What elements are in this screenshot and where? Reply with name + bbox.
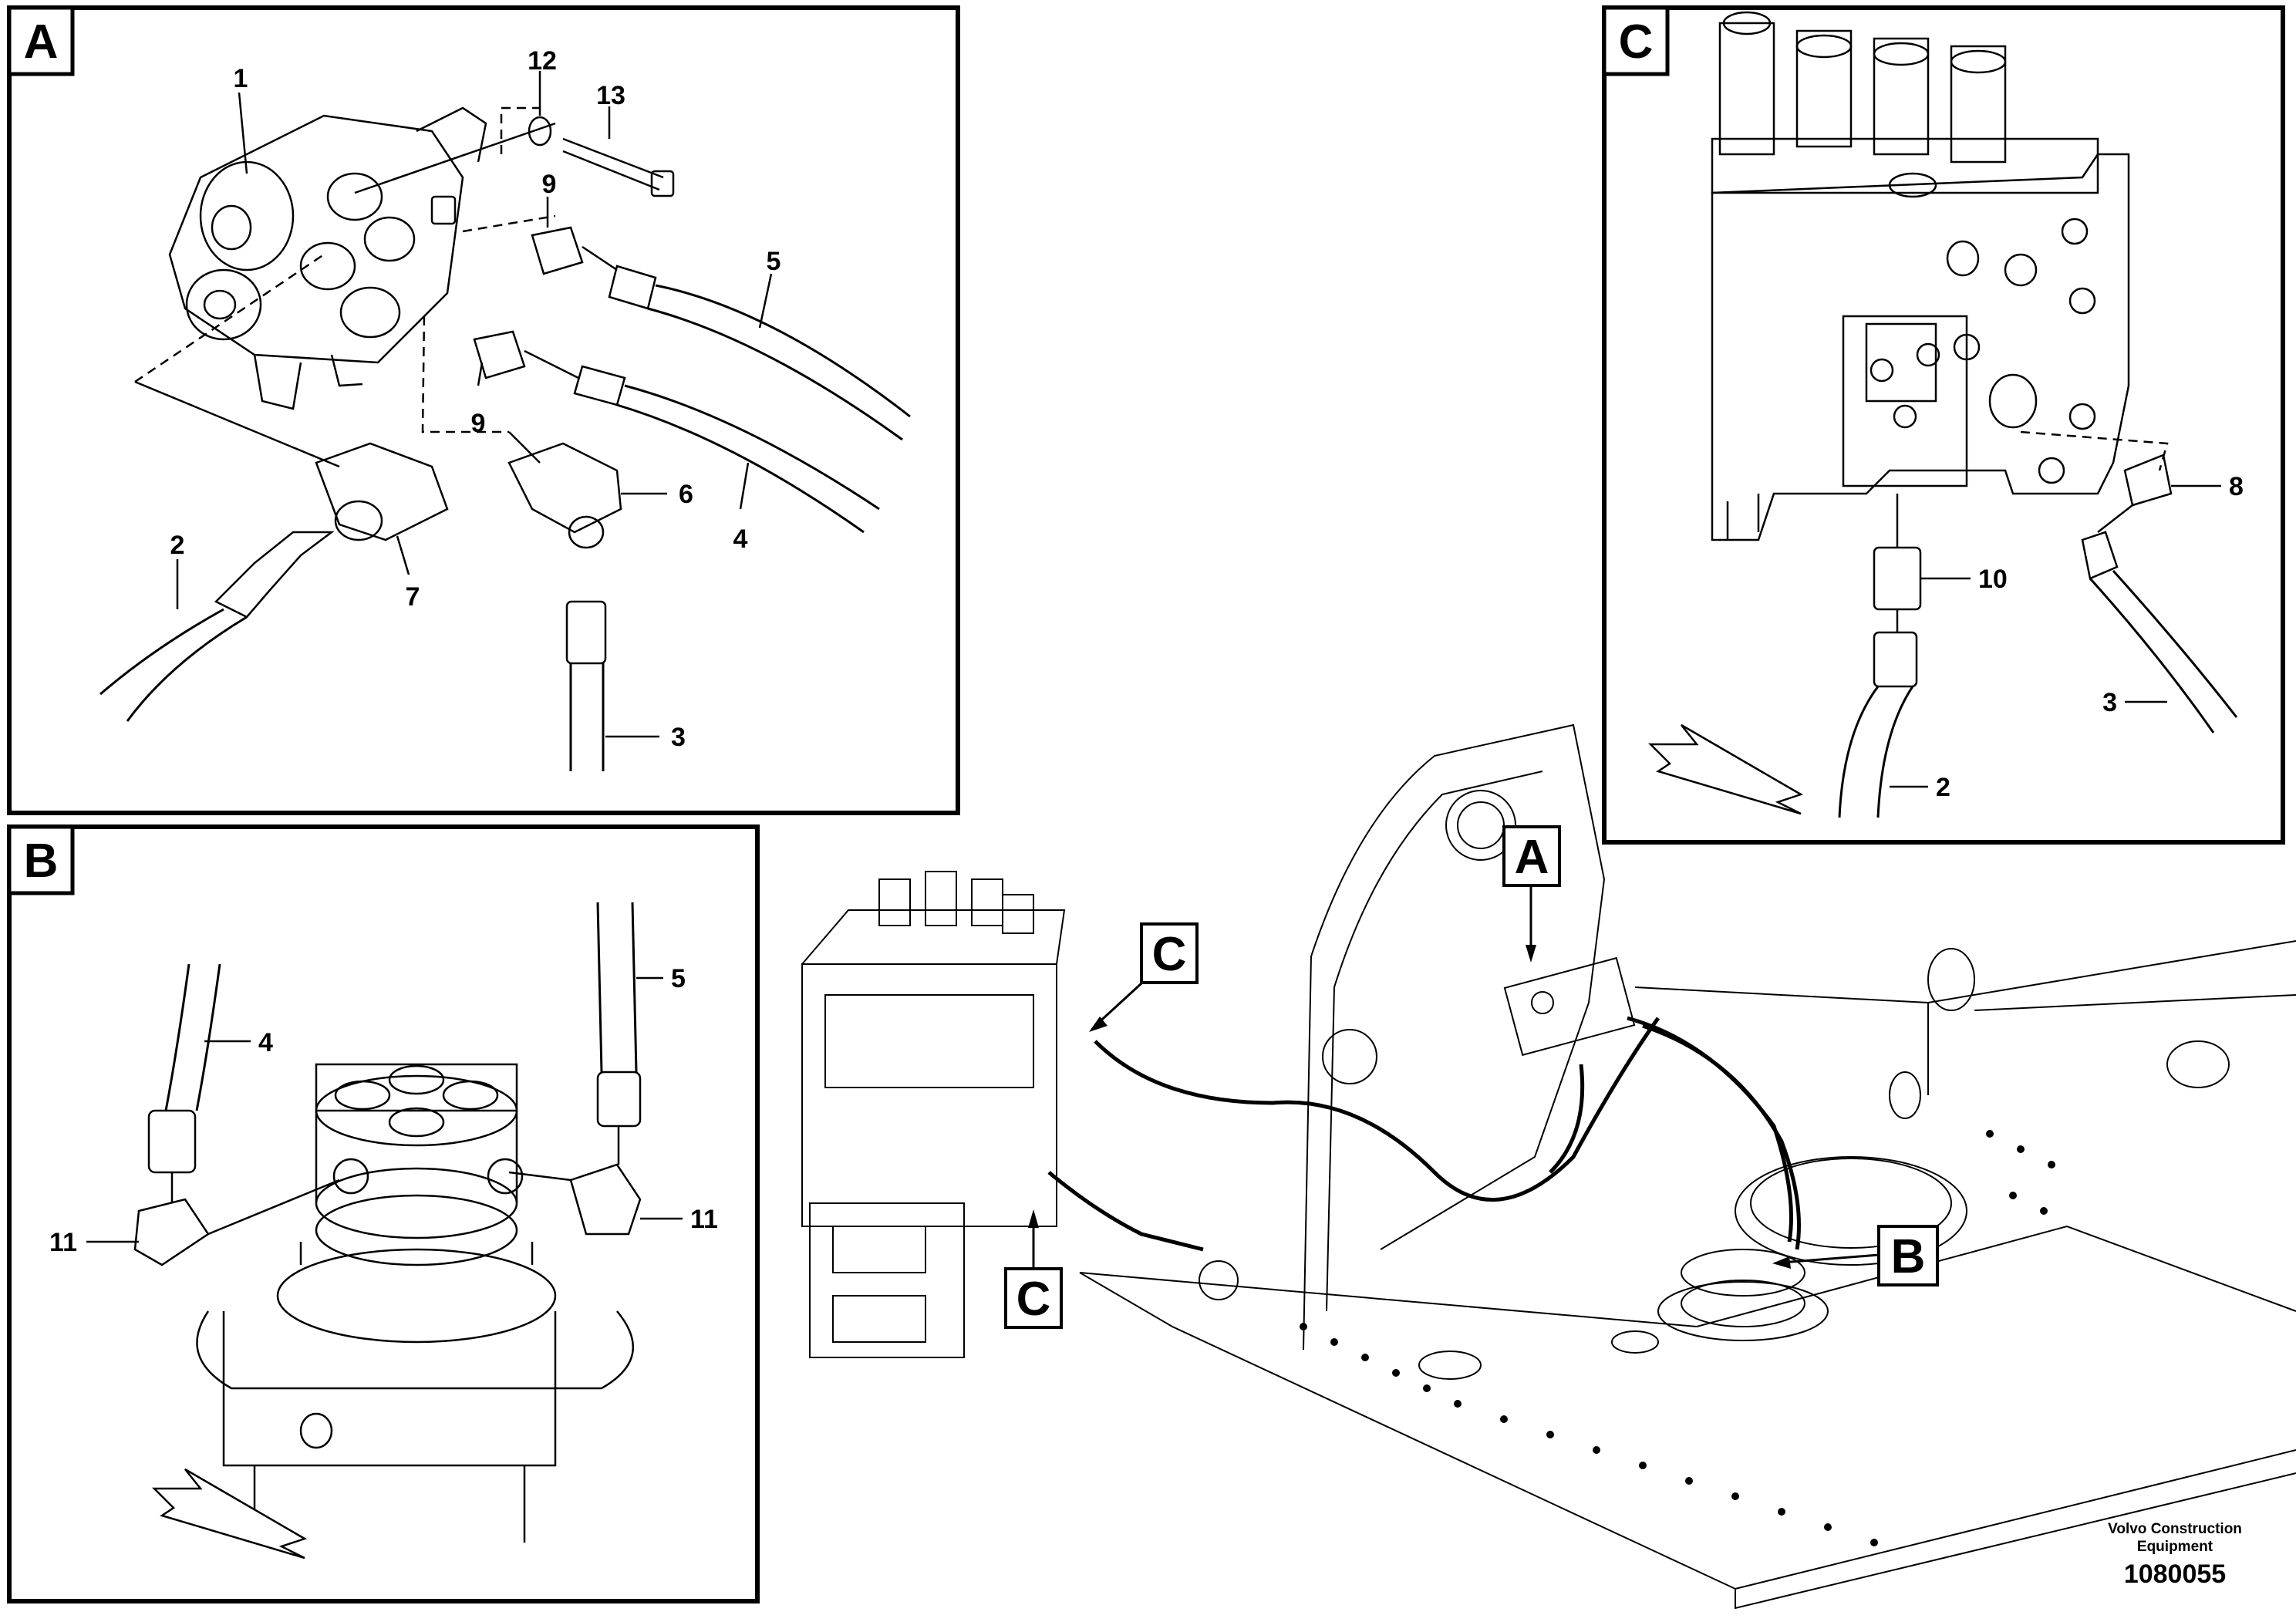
panel-b: B xyxy=(7,824,760,1603)
panel-a-letter: A xyxy=(24,15,59,69)
callout-a-13: 13 xyxy=(596,81,625,110)
callout-c-2: 2 xyxy=(1936,773,1950,802)
callout-a-5: 5 xyxy=(767,247,781,276)
footer-brand: Volvo Construction Equipment 1080055 xyxy=(2108,1521,2242,1589)
overview-label-C-upper[interactable]: C xyxy=(1140,922,1199,984)
panel-b-leaders xyxy=(86,976,683,1243)
arrowhead xyxy=(1526,945,1536,963)
overview-label-B-text: B xyxy=(1891,1230,1926,1283)
callout-a-7: 7 xyxy=(406,582,420,612)
arrowhead xyxy=(1772,1256,1791,1269)
panel-a-leaders xyxy=(176,71,773,738)
callout-a-12: 12 xyxy=(528,46,557,76)
panel-a: A xyxy=(7,5,960,815)
callout-c-8: 8 xyxy=(2229,472,2244,501)
overview-label-A[interactable]: A xyxy=(1502,825,1561,887)
overview-label-A-text: A xyxy=(1515,831,1549,884)
callout-a-6: 6 xyxy=(679,480,693,509)
callout-a-4: 4 xyxy=(733,524,748,554)
panel-c: C xyxy=(1602,5,2285,845)
callout-b-11-right: 11 xyxy=(690,1205,718,1234)
overview-label-C-lower-text: C xyxy=(1017,1273,1051,1326)
callout-b-4: 4 xyxy=(258,1028,273,1057)
brand-line-2: Equipment xyxy=(2137,1539,2213,1555)
panel-b-letter: B xyxy=(24,835,59,888)
callout-a-9-lower: 9 xyxy=(471,409,486,438)
callout-a-1: 1 xyxy=(234,64,248,93)
drawing-number: 1080055 xyxy=(2124,1560,2226,1589)
callout-b-5: 5 xyxy=(671,964,686,993)
overview-label-C-lower[interactable]: C xyxy=(1004,1267,1063,1329)
panel-b-drawing xyxy=(133,902,642,1560)
callout-c-3: 3 xyxy=(2102,688,2117,717)
callout-b-11-left: 11 xyxy=(49,1228,77,1257)
callout-a-3: 3 xyxy=(671,723,686,752)
arrowhead xyxy=(1028,1209,1039,1228)
panel-c-leaders xyxy=(1890,484,2221,788)
overview-label-C-upper-text: C xyxy=(1152,928,1187,981)
overview-label-B[interactable]: B xyxy=(1877,1225,1939,1286)
panel-c-letter: C xyxy=(1619,15,1654,69)
brand-line-1: Volvo Construction xyxy=(2108,1521,2242,1537)
arrowhead xyxy=(1089,1017,1108,1032)
panel-a-drawing xyxy=(99,106,911,771)
panel-c-drawing xyxy=(1647,11,2238,818)
callout-c-10: 10 xyxy=(1978,565,2008,594)
callout-a-2: 2 xyxy=(170,531,185,560)
callout-a-9-upper: 9 xyxy=(542,170,557,199)
